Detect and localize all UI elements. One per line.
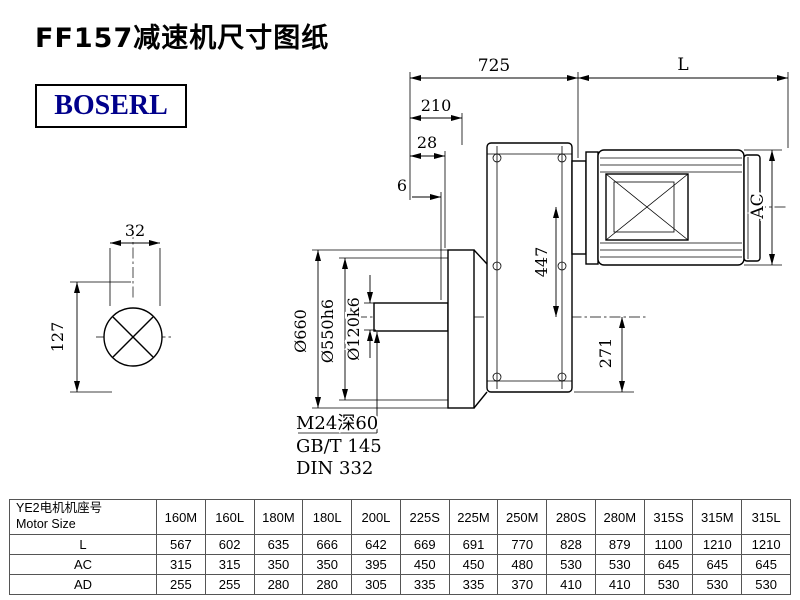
table-cell: 666 xyxy=(302,534,353,555)
column-header: 225S xyxy=(399,499,450,535)
table-cell: 395 xyxy=(351,554,401,575)
table-cell: 1210 xyxy=(741,534,791,555)
table-cell: 828 xyxy=(546,534,596,555)
row-label: AD xyxy=(9,574,157,595)
diameter-dimensions: Ø660 Ø550h6 Ø120k6 xyxy=(289,249,448,409)
column-header: 180M xyxy=(253,499,304,535)
column-header: 250M xyxy=(497,499,548,535)
top-dimensions: 725 L 210 28 6 xyxy=(395,53,789,300)
table-cell: 691 xyxy=(448,534,499,555)
table-cell: 350 xyxy=(302,554,353,575)
motor xyxy=(571,149,761,266)
column-header: 280S xyxy=(546,499,596,535)
table-cell: 530 xyxy=(692,574,743,595)
column-header: 315M xyxy=(692,499,743,535)
table-cell: 370 xyxy=(497,574,548,595)
row-label: AC xyxy=(9,554,157,575)
tapped-hole-note: M24深60 GB/T 145 DIN 332 xyxy=(294,332,384,481)
table-cell: 410 xyxy=(594,574,645,595)
table-cell: 280 xyxy=(302,574,353,595)
page-title: FF157减速机尺寸图纸 xyxy=(35,23,330,54)
right-dimensions: 447 271 AC xyxy=(530,149,782,393)
column-header: 200L xyxy=(351,499,401,535)
table-cell: 335 xyxy=(448,574,499,595)
table-cell: 669 xyxy=(399,534,450,555)
dim-127-label: 127 xyxy=(48,322,67,353)
dim-32-label: 32 xyxy=(125,221,145,240)
table-row-AD: AD 255 255 280 280 305 335 335 370 410 4… xyxy=(9,574,791,595)
note-gbt145-label: GB/T 145 xyxy=(296,436,382,457)
dim-725-label: 725 xyxy=(478,56,510,76)
table-cell: 530 xyxy=(741,574,791,595)
shaft-end-view: 32 127 xyxy=(46,219,163,393)
column-header: 180L xyxy=(302,499,353,535)
table-cell: 645 xyxy=(741,554,791,575)
table-cell: 1100 xyxy=(643,534,694,555)
table-cell: 645 xyxy=(643,554,694,575)
gearbox-housing xyxy=(486,142,573,393)
dia-550h6-label: Ø550h6 xyxy=(318,299,337,363)
column-header: 160M xyxy=(156,499,206,535)
table-cell: 602 xyxy=(204,534,255,555)
brand-logo: BOSERL xyxy=(35,84,187,128)
dimension-table-wrap: YE2电机机座号 Motor Size 160M 160L 180M 180L … xyxy=(9,499,791,595)
table-cell: 350 xyxy=(253,554,304,575)
motor-size-header: YE2电机机座号 Motor Size xyxy=(9,499,157,535)
table-cell: 1210 xyxy=(692,534,743,555)
table-cell: 410 xyxy=(546,574,596,595)
table-cell: 280 xyxy=(253,574,304,595)
table-cell: 315 xyxy=(156,554,206,575)
dim-271-label: 271 xyxy=(596,338,615,369)
column-header: 280M xyxy=(594,499,645,535)
table-cell: 335 xyxy=(399,574,450,595)
motor-size-header-zh: YE2电机机座号 xyxy=(16,501,103,516)
table-cell: 642 xyxy=(351,534,401,555)
dim-28-label: 28 xyxy=(417,133,437,152)
table-cell: 530 xyxy=(594,554,645,575)
table-cell: 315 xyxy=(204,554,255,575)
table-row-L: L 567 602 635 666 642 669 691 770 828 87… xyxy=(9,534,791,555)
output-shaft-and-flange xyxy=(373,249,488,409)
column-header: 315L xyxy=(741,499,791,535)
dim-210-label: 210 xyxy=(421,96,452,115)
column-header: 315S xyxy=(643,499,694,535)
row-label: L xyxy=(9,534,157,555)
table-row-AC: AC 315 315 350 350 395 450 450 480 530 5… xyxy=(9,554,791,575)
dia-120k6-label: Ø120k6 xyxy=(344,297,363,361)
table-cell: 450 xyxy=(448,554,499,575)
dim-447-label: 447 xyxy=(532,247,551,278)
table-cell: 480 xyxy=(497,554,548,575)
note-din332-label: DIN 332 xyxy=(296,458,373,479)
dim-L-label: L xyxy=(677,55,688,75)
motor-dimension-table: YE2电机机座号 Motor Size 160M 160L 180M 180L … xyxy=(9,499,791,595)
table-cell: 635 xyxy=(253,534,304,555)
table-cell: 255 xyxy=(204,574,255,595)
dim-AC-label: AC xyxy=(748,193,768,219)
motor-size-header-en: Motor Size xyxy=(16,517,76,531)
table-cell: 255 xyxy=(156,574,206,595)
column-header: 225M xyxy=(448,499,499,535)
note-m24-label: M24深60 xyxy=(296,413,378,434)
column-header: 160L xyxy=(204,499,255,535)
table-cell: 530 xyxy=(643,574,694,595)
table-cell: 645 xyxy=(692,554,743,575)
table-cell: 567 xyxy=(156,534,206,555)
table-cell: 530 xyxy=(546,554,596,575)
table-cell: 879 xyxy=(594,534,645,555)
table-cell: 450 xyxy=(399,554,450,575)
dim-6-label: 6 xyxy=(397,176,407,195)
table-cell: 305 xyxy=(351,574,401,595)
dia-660-label: Ø660 xyxy=(291,309,310,353)
table-cell: 770 xyxy=(497,534,548,555)
